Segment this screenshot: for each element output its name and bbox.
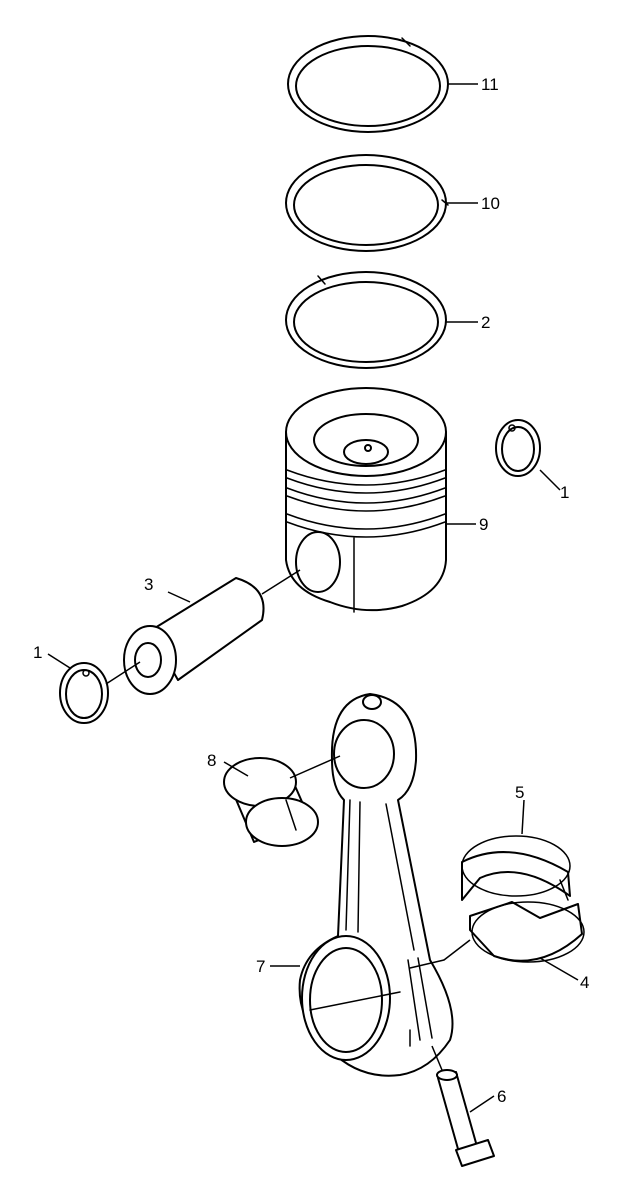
piston-pin xyxy=(123,577,265,695)
small-end-bushing xyxy=(223,757,319,847)
piston xyxy=(285,387,447,613)
callout-1-left: 1 xyxy=(33,643,42,662)
callout-1-right: 1 xyxy=(560,483,569,502)
connecting-rod-bolt xyxy=(436,1069,495,1167)
callout-8: 8 xyxy=(207,751,216,770)
connecting-rod xyxy=(298,693,454,1077)
piston-ring-second xyxy=(285,154,449,252)
callout-6: 6 xyxy=(497,1087,506,1106)
callout-3: 3 xyxy=(144,575,153,594)
snap-ring-right xyxy=(495,419,541,477)
lower-bearing-shell xyxy=(469,901,585,963)
callout-7: 7 xyxy=(256,957,265,976)
snap-ring-left xyxy=(59,662,109,724)
callout-11: 11 xyxy=(481,75,499,94)
callout-10: 10 xyxy=(481,194,500,213)
piston-ring-top xyxy=(287,35,449,133)
callout-9: 9 xyxy=(479,515,488,534)
callout-5: 5 xyxy=(515,783,524,802)
upper-bearing-shell xyxy=(461,835,571,901)
callout-2: 2 xyxy=(481,313,490,332)
callout-4: 4 xyxy=(580,973,589,992)
leader-lines xyxy=(47,83,579,1113)
piston-ring-oil xyxy=(285,271,447,369)
